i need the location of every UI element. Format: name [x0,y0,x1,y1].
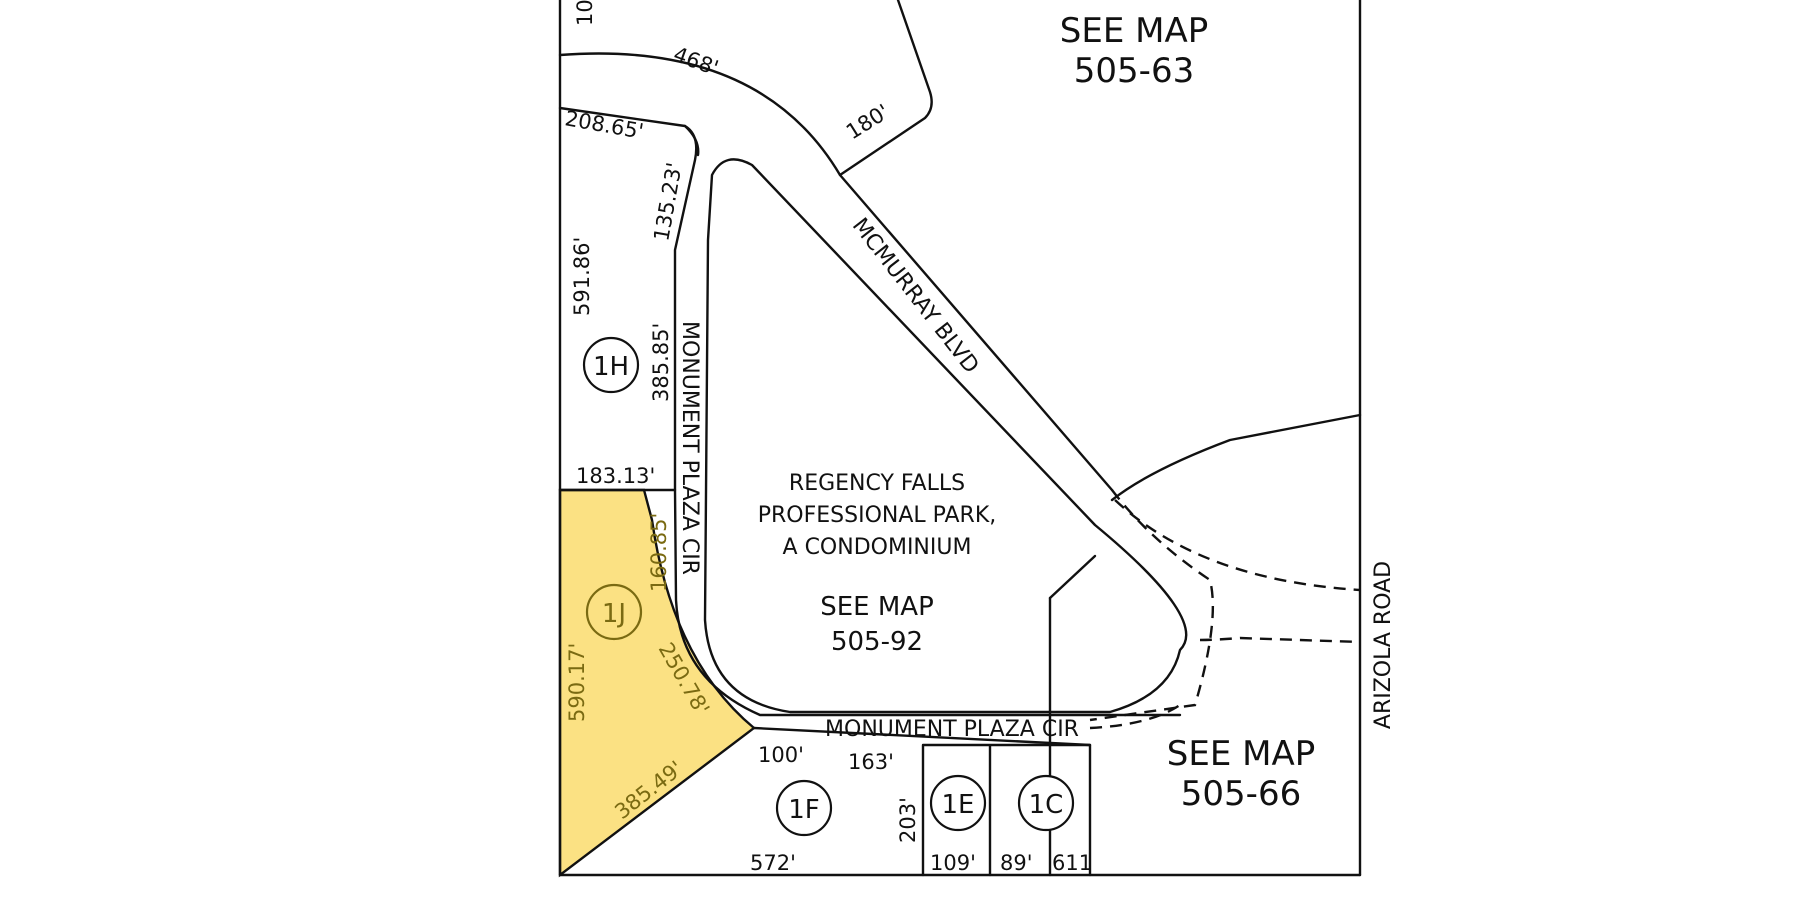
parcel-1f-circle[interactable] [775,779,833,837]
monument-inner-loop [703,158,1188,714]
dashed-center [1089,704,1181,730]
right-parcel-line-diag [1048,554,1097,600]
dim-591: 591.86' [570,237,594,316]
dim-109: 109' [930,851,976,875]
parcel-1e-circle[interactable] [929,774,987,832]
dim-183: 183.13' [576,464,655,488]
dim-385-85: 385.85' [649,323,673,402]
dim-590: 590.17' [565,643,589,722]
subdivision-line1: REGENCY FALLS [789,471,965,496]
parcel-1h-circle[interactable] [582,336,640,394]
monument-west-road-outer [673,124,1182,717]
dashed-road-south [1199,636,1361,644]
dim-468: 468' [670,42,721,80]
dashed-loop [1089,489,1215,722]
see-map-top-line1: SEE MAP [1060,11,1208,51]
dim-611: 611 [1052,851,1092,875]
dim-203: 203' [896,797,920,843]
parcel-label-1h: 1H [593,352,629,382]
see-map-right-line1: SEE MAP [1167,734,1315,774]
dim-135: 135.23' [649,161,686,243]
dashed-road-north [1114,499,1361,592]
subdivision-line3: A CONDOMINIUM [783,535,972,560]
see-map-right-line2: 505-66 [1181,774,1301,814]
parcel-label-1e: 1E [942,790,975,820]
see-map-top-line2: 505-63 [1074,51,1194,91]
dim-160: 160.85' [647,513,671,592]
dim-208: 208.65' [563,106,645,143]
lower-road-edge [752,726,1092,747]
dim-top-cut: 10 [573,0,597,26]
dim-180: 180' [842,100,894,145]
parcel-label-1c: 1C [1029,790,1064,820]
subdivision-line2: PROFESSIONAL PARK, [758,503,997,528]
road-edge-north [558,52,1114,492]
road-label-mcmurray: MCMURRAY BLVD [847,214,984,379]
dim-572: 572' [750,851,796,875]
dim-100: 100' [758,743,804,767]
parcel-1j-circle[interactable] [585,583,643,641]
parcel-label-1j: 1J [602,599,626,629]
see-map-center-line1: SEE MAP [820,592,934,622]
see-map-center-line2: 505-92 [831,627,923,657]
parcel-1c-circle[interactable] [1017,774,1075,832]
dim-163: 163' [848,750,894,774]
road-label-monument-vertical: MONUMENT PLAZA CIR [677,321,702,575]
parcel-label-1f: 1F [788,795,820,825]
right-parcel-line-upper [1110,413,1362,502]
road-label-monument-horizontal: MONUMENT PLAZA CIR [825,717,1079,742]
parcel-top-boundary [838,0,933,177]
dim-89: 89' [1000,851,1033,875]
road-label-arizola: ARIZOLA ROAD [1371,561,1396,729]
